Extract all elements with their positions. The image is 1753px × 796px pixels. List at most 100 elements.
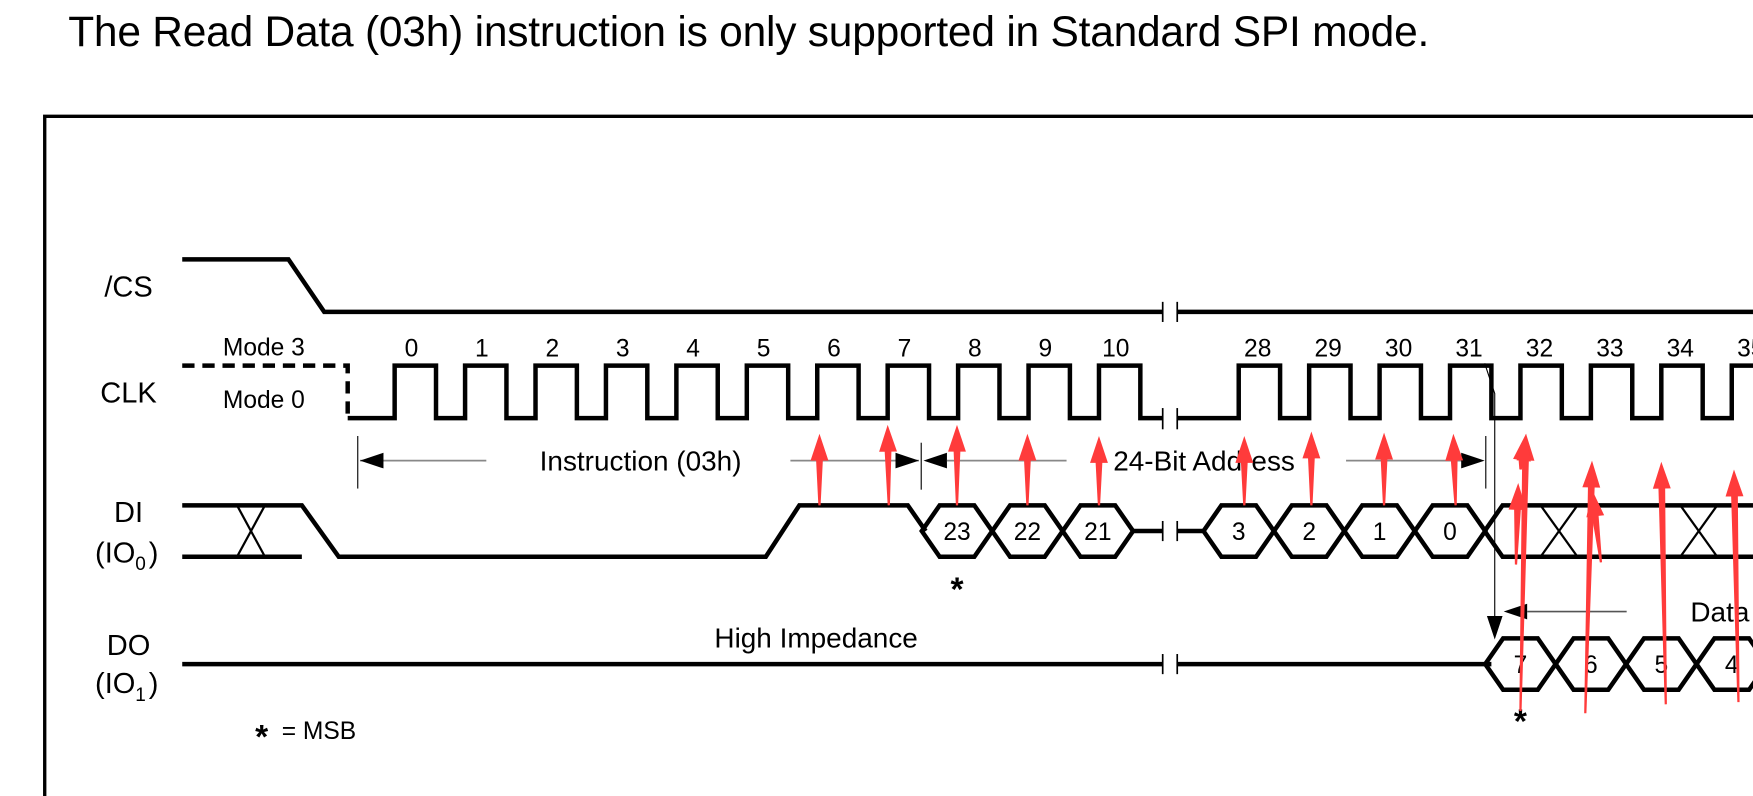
label-do: DO bbox=[107, 630, 151, 662]
clock-cycle-number: 33 bbox=[1596, 336, 1623, 363]
red-arrow-shape bbox=[1513, 433, 1531, 470]
instruction-phase-marker: Instruction (03h) bbox=[357, 436, 919, 489]
clock-cycle-number: 2 bbox=[545, 336, 559, 363]
msb-marker-di: * bbox=[950, 571, 964, 608]
legend-symbol: * bbox=[255, 719, 269, 756]
red-arrow-shape bbox=[1516, 433, 1535, 712]
red-arrow-shape bbox=[1586, 489, 1605, 563]
cs-waveform bbox=[182, 257, 1753, 315]
svg-text:0: 0 bbox=[135, 554, 146, 575]
bus-cell-label: 23 bbox=[943, 519, 970, 546]
red-arrow-icon bbox=[1445, 433, 1464, 506]
bus-cell-label: 1 bbox=[1373, 519, 1387, 546]
di-dont-care-tail bbox=[1482, 503, 1753, 559]
red-arrow-shape bbox=[1445, 433, 1464, 506]
red-arrow-shape bbox=[1018, 433, 1037, 506]
arrow-right-icon bbox=[1461, 452, 1485, 469]
di-bit-cell: 1 bbox=[1341, 503, 1418, 559]
clock-cycle-number: 35 bbox=[1737, 336, 1753, 363]
svg-text:): ) bbox=[149, 537, 159, 569]
sampling-edge-annotations bbox=[810, 424, 1744, 714]
di-bit-cell: 21 bbox=[1059, 503, 1136, 559]
di-bit-cell: 0 bbox=[1412, 503, 1488, 559]
clock-cycle-number: 9 bbox=[1038, 336, 1052, 363]
address-phase-marker: 24-Bit Address bbox=[923, 436, 1487, 489]
red-arrow-icon bbox=[1586, 489, 1605, 563]
clk-waveform-right bbox=[1177, 363, 1753, 421]
do-bit-cell: 4 bbox=[1693, 636, 1753, 693]
clock-cycle-number: 7 bbox=[898, 336, 912, 363]
bus-cell-label: 0 bbox=[1443, 519, 1457, 546]
red-arrow-icon bbox=[1090, 436, 1108, 506]
di-bit-cell: 22 bbox=[989, 503, 1066, 559]
clock-cycle-number: 6 bbox=[827, 336, 841, 363]
clock-cycle-numbers: 0123456789102829303132333435 bbox=[405, 336, 1753, 363]
clk-waveform-left bbox=[347, 363, 1163, 421]
bus-cell-label: 21 bbox=[1084, 519, 1111, 546]
output-delay-marker: Data bbox=[1484, 363, 1750, 640]
svg-text:1: 1 bbox=[135, 685, 146, 706]
instruction-phase-label: Instruction (03h) bbox=[540, 446, 742, 477]
red-arrow-icon bbox=[1508, 482, 1527, 565]
label-io0: (IO 0 ) bbox=[95, 537, 158, 575]
red-arrow-shape bbox=[1582, 460, 1601, 714]
data-phase-label: Data bbox=[1690, 597, 1749, 628]
clock-mode-3-label: Mode 3 bbox=[223, 335, 305, 362]
red-arrow-icon bbox=[1018, 433, 1037, 506]
red-arrow-shape bbox=[1375, 432, 1394, 506]
di-dont-care-x bbox=[236, 504, 266, 558]
msb-legend: * = MSB bbox=[255, 718, 356, 756]
bus-cell-label: 2 bbox=[1302, 519, 1316, 546]
clock-cycle-number: 8 bbox=[968, 336, 982, 363]
do-break-marks bbox=[1161, 654, 1179, 675]
cs-break-marks bbox=[1161, 301, 1179, 322]
clock-cycle-number: 4 bbox=[686, 336, 700, 363]
red-arrow-shape bbox=[948, 424, 966, 506]
label-clk: CLK bbox=[100, 377, 157, 409]
bus-cell-label: 3 bbox=[1232, 519, 1246, 546]
legend-text: = MSB bbox=[282, 718, 356, 745]
clock-cycle-number: 3 bbox=[616, 336, 630, 363]
red-arrow-icon bbox=[810, 433, 829, 506]
label-cs: /CS bbox=[104, 271, 152, 303]
do-bit-cell: 6 bbox=[1552, 636, 1629, 693]
red-arrow-icon bbox=[948, 424, 966, 506]
clock-cycle-number: 10 bbox=[1102, 336, 1129, 363]
bus-cell-label: 22 bbox=[1014, 519, 1041, 546]
di-waveform bbox=[182, 503, 928, 559]
clk-waveform bbox=[347, 363, 1753, 421]
di-break bbox=[1133, 520, 1205, 542]
clock-mode-0-label: Mode 0 bbox=[223, 387, 305, 414]
do-data-bits: 7654 bbox=[1482, 636, 1753, 693]
bus-cell-outline bbox=[1059, 503, 1136, 559]
msb-marker-do: * bbox=[1514, 703, 1528, 740]
arrow-right-icon bbox=[895, 452, 919, 469]
label-di: DI bbox=[114, 497, 143, 529]
red-arrow-icon bbox=[1582, 460, 1601, 714]
red-arrow-icon bbox=[1725, 469, 1744, 703]
bus-cell-label: 4 bbox=[1725, 652, 1739, 679]
di-bit-cell: 2 bbox=[1271, 503, 1348, 559]
di-bit-cell: 23 bbox=[919, 503, 995, 559]
clock-cycle-number: 31 bbox=[1455, 336, 1482, 363]
red-arrow-shape bbox=[1302, 431, 1321, 506]
address-phase-label: 24-Bit Address bbox=[1113, 446, 1295, 477]
red-arrow-icon bbox=[1235, 436, 1254, 506]
high-impedance-label: High Impedance bbox=[714, 622, 917, 653]
do-bit-cell: 5 bbox=[1623, 636, 1700, 693]
svg-text:(IO: (IO bbox=[95, 668, 135, 700]
red-arrow-shape bbox=[1090, 436, 1108, 506]
caption-text: The Read Data (03h) instruction is only … bbox=[68, 8, 1430, 56]
red-arrow-shape bbox=[1235, 436, 1254, 506]
arrow-left-icon bbox=[359, 452, 384, 469]
red-arrow-shape bbox=[1652, 461, 1671, 705]
red-arrow-shape bbox=[879, 424, 897, 506]
red-arrow-shape bbox=[810, 433, 829, 506]
diagram-frame bbox=[43, 114, 1753, 796]
red-arrow-shape bbox=[1508, 482, 1527, 565]
clock-cycle-number: 29 bbox=[1314, 336, 1341, 363]
clock-cycle-number: 34 bbox=[1667, 336, 1694, 363]
clock-cycle-number: 1 bbox=[475, 336, 489, 363]
di-dont-care-x bbox=[1539, 504, 1719, 558]
